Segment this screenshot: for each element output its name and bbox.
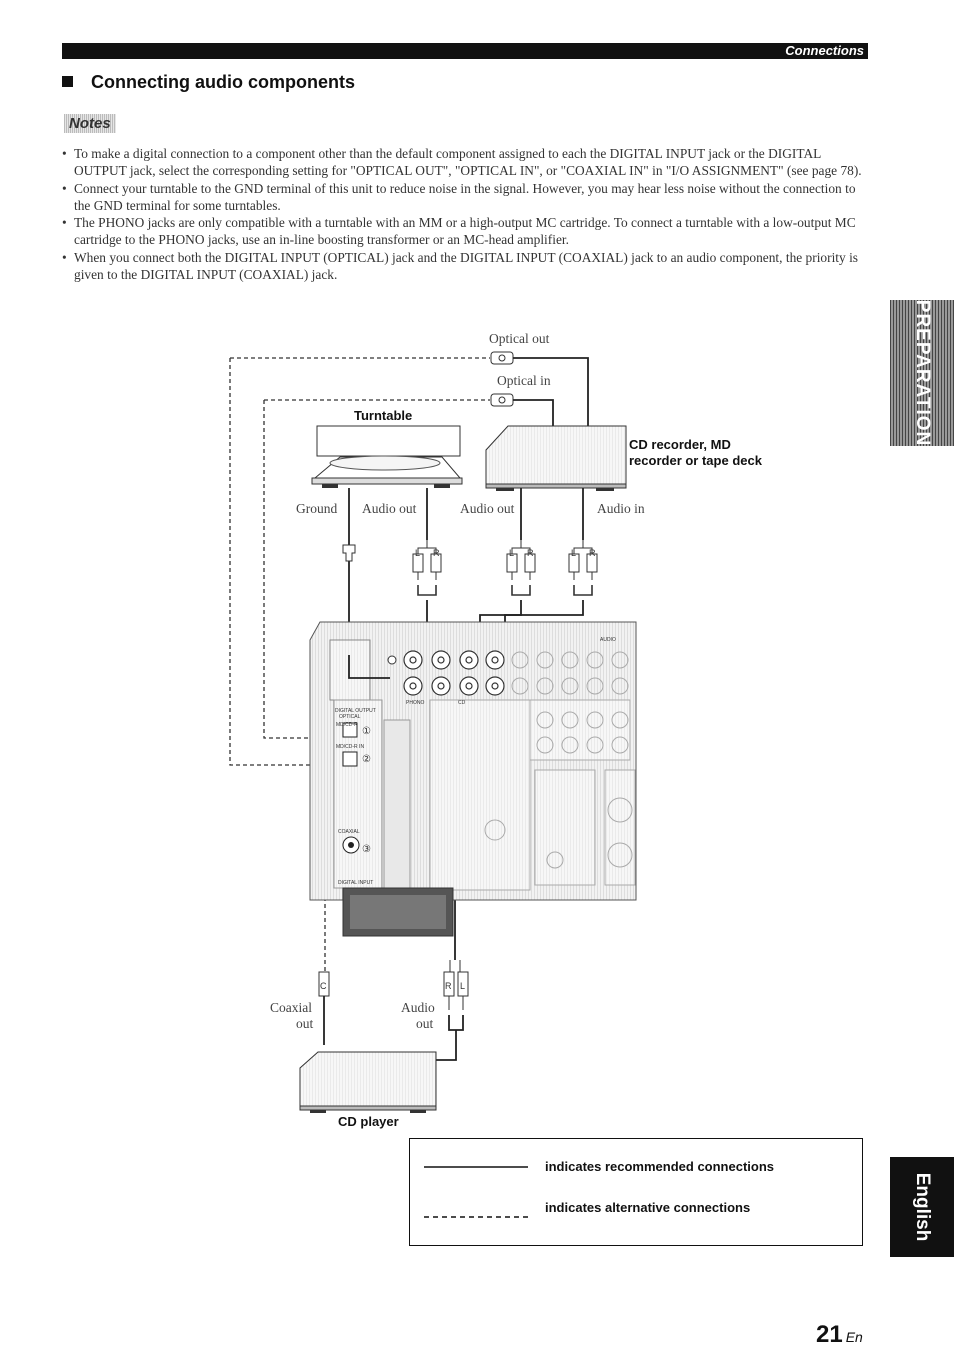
note-item: The PHONO jacks are only compatible with… xyxy=(62,214,872,249)
gnd-terminal-icon xyxy=(387,655,397,665)
panel-number-3: ③ xyxy=(362,844,371,855)
cd-audio-out-label: Audio out xyxy=(401,1000,438,1031)
ground-cable xyxy=(348,655,390,679)
optical-out-cable xyxy=(513,357,589,430)
jack-label-R: R xyxy=(527,548,534,558)
optical-jack-2-icon xyxy=(342,751,358,767)
header-bar: Connections xyxy=(62,43,868,59)
connection-diagram: Optical out Optical in Turntable CD reco… xyxy=(229,331,763,1129)
unused-jacks xyxy=(484,651,633,869)
cd-recorder-device xyxy=(485,425,627,491)
rca-plug-pairs xyxy=(342,540,598,596)
recorder-audio-out-label: Audio out xyxy=(460,501,515,516)
notes-list: To make a digital connection to a compon… xyxy=(62,145,872,283)
turntable-label: Turntable xyxy=(354,408,412,423)
coaxial-out-label: Coaxial out xyxy=(270,1000,315,1031)
legend-dashed-text: indicates alternative connections xyxy=(545,1200,751,1215)
notes-label: Notes xyxy=(64,114,116,133)
audio-jacks-row xyxy=(403,650,505,696)
solid-line-sample xyxy=(424,1166,528,1168)
jack-label-R: R xyxy=(445,981,452,991)
optical-in-plug-icon xyxy=(490,393,514,407)
jack-label-L: L xyxy=(460,981,465,991)
page-language-suffix: En xyxy=(845,1329,863,1345)
side-tab-english-label: English xyxy=(912,1172,933,1242)
panel-optical-label: OPTICAL xyxy=(339,714,361,720)
cd-recorder-label: CD recorder, MD recorder or tape deck xyxy=(629,437,763,468)
panel-number-2: ② xyxy=(362,754,371,765)
panel-md-cdr-in-label: MD/CD-R IN xyxy=(336,744,364,750)
cd-player-label: CD player xyxy=(338,1114,399,1129)
bullet-square-icon xyxy=(62,76,73,87)
panel-number-1: ① xyxy=(362,726,371,737)
note-item: To make a digital connection to a compon… xyxy=(62,145,872,180)
panel-digital-input-label: DIGITAL INPUT xyxy=(338,880,373,886)
optical-in-label: Optical in xyxy=(497,373,551,388)
cd-recorder-line1: CD recorder, MD xyxy=(629,437,731,452)
header-section-label: Connections xyxy=(785,43,864,58)
optical-out-label: Optical out xyxy=(489,331,550,346)
jack-label-R: R xyxy=(433,548,440,558)
receiver-rear-panel xyxy=(309,621,637,937)
cd-player-plugs xyxy=(318,960,469,1061)
note-item: When you connect both the DIGITAL INPUT … xyxy=(62,249,872,284)
optical-out-plug-icon xyxy=(490,351,514,365)
jack-label-R: R xyxy=(589,548,596,558)
panel-phono-label: PHONO xyxy=(406,700,424,706)
panel-coaxial-label: COAXIAL xyxy=(338,829,360,835)
jack-label-C: C xyxy=(320,981,327,991)
coaxial-out-line1: Coaxial xyxy=(270,1000,312,1015)
cd-recorder-line2: recorder or tape deck xyxy=(629,453,763,468)
side-tab-english: English xyxy=(890,1157,954,1257)
note-item: Connect your turntable to the GND termin… xyxy=(62,180,872,215)
jack-label-L: L xyxy=(415,548,420,558)
recorder-audio-in-label: Audio in xyxy=(597,501,645,516)
section-title: Connecting audio components xyxy=(62,72,355,93)
jack-label-L: L xyxy=(571,548,576,558)
cd-player-device xyxy=(299,1051,437,1113)
panel-digital-output-label: DIGITAL OUTPUT xyxy=(335,708,376,714)
legend-solid-text: indicates recommended connections xyxy=(545,1159,775,1174)
panel-cd-label: CD xyxy=(458,700,466,706)
side-tab-preparation-label: PREPARATION xyxy=(912,299,933,447)
cd-audio-out-line1: Audio xyxy=(401,1000,435,1015)
ground-label: Ground xyxy=(296,501,337,516)
turntable-audio-out-label: Audio out xyxy=(362,501,417,516)
dashed-line-sample xyxy=(424,1216,528,1218)
ground-lug-icon xyxy=(342,544,356,562)
optical-jack-1-icon xyxy=(342,722,358,738)
turntable-device xyxy=(311,425,463,488)
cd-audio-out-line2: out xyxy=(416,1016,434,1031)
panel-audio-label: AUDIO xyxy=(600,637,616,643)
jack-label-L: L xyxy=(509,548,514,558)
side-tab-preparation: PREPARATION xyxy=(890,300,954,446)
legend-box: indicates recommended connections indica… xyxy=(409,1138,863,1246)
coaxial-out-line2: out xyxy=(296,1016,314,1031)
page-number-value: 21 xyxy=(816,1321,843,1348)
panel-md-cdr-label: MD/CD-R xyxy=(336,722,358,728)
optical-in-cable xyxy=(513,399,554,430)
section-title-text: Connecting audio components xyxy=(91,72,355,92)
